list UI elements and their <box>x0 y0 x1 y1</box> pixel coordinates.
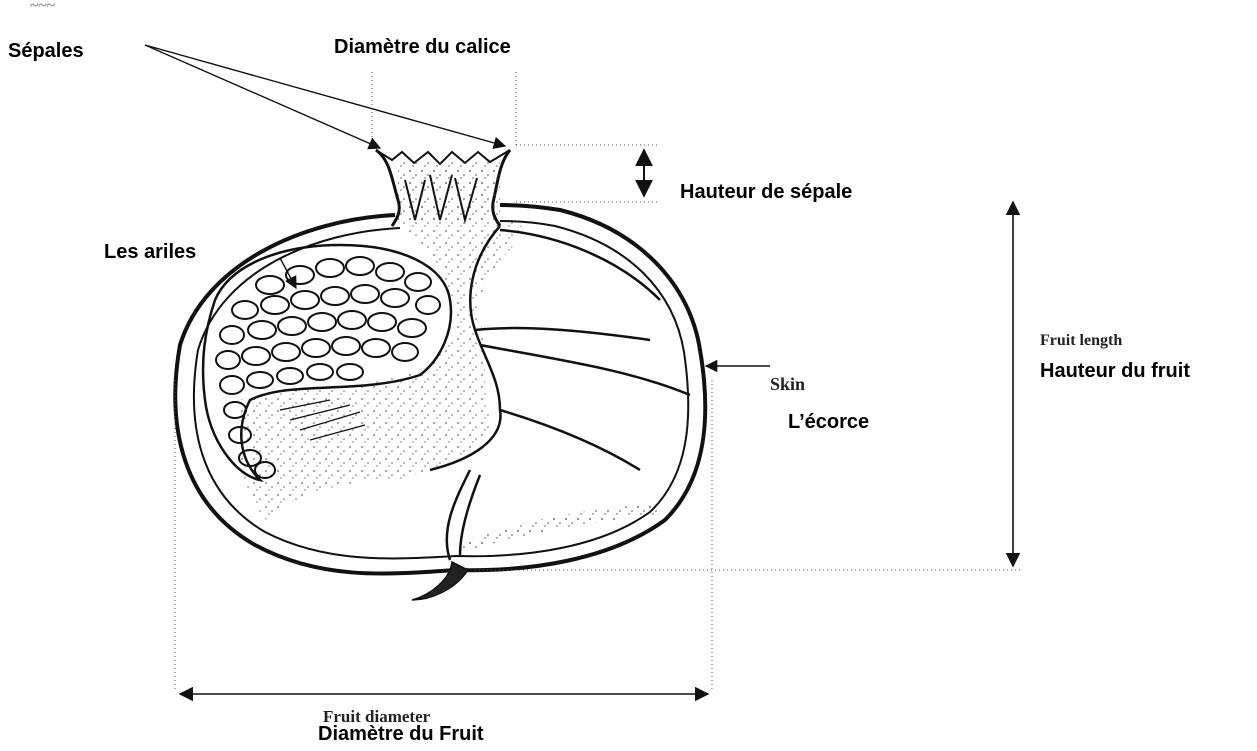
label-peel: L’écorce <box>788 411 869 433</box>
calyx <box>376 150 510 226</box>
fruit-body <box>175 205 705 574</box>
label-sepales: Sépales <box>8 40 84 62</box>
label-fruit-length-en: Fruit length <box>1040 332 1122 349</box>
label-calyx-diameter: Diamètre du calice <box>334 36 511 58</box>
label-fruit-diameter-fr: Diamètre du Fruit <box>318 723 484 745</box>
sepal-height-dimension <box>516 145 660 202</box>
label-fruit-diameter-en: Fruit diameter <box>323 707 431 726</box>
stem <box>412 562 468 600</box>
cropped-text: ~~~ <box>30 0 56 14</box>
label-sepal-height: Hauteur de sépale <box>680 181 852 203</box>
calyx-diameter-guides <box>372 72 516 145</box>
label-arils: Les ariles <box>104 241 196 263</box>
label-fruit-height: Hauteur du fruit <box>1040 360 1190 382</box>
fruit-height-dimension <box>475 202 1020 570</box>
label-skin-en: Skin <box>770 374 805 394</box>
